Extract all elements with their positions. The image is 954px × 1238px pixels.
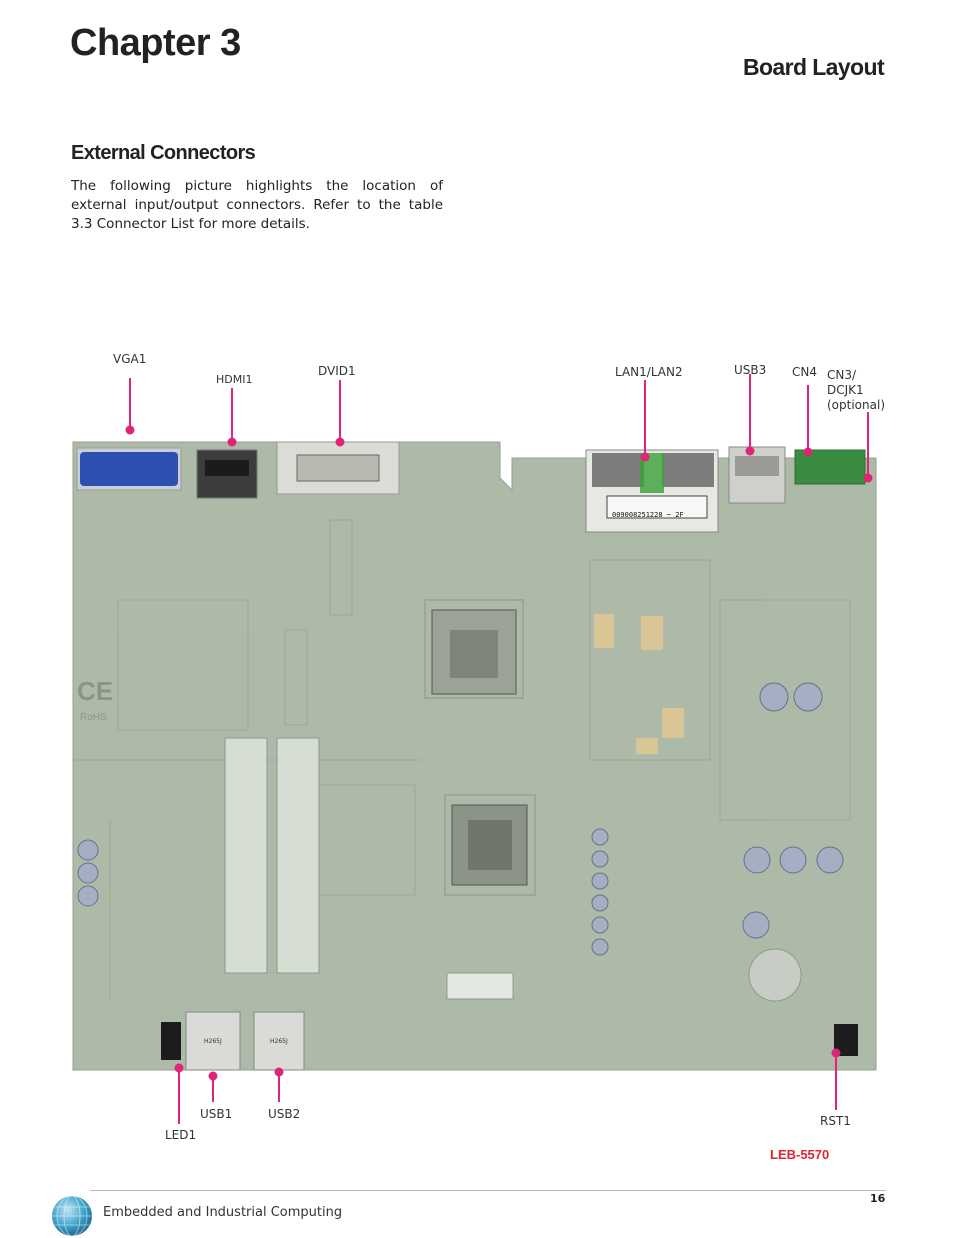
- label-vga1: VGA1: [113, 352, 147, 366]
- intro-paragraph: The following picture highlights the loc…: [71, 178, 443, 232]
- dimm-slot-1: [224, 737, 268, 974]
- usb1-marking: H265J: [204, 1038, 222, 1045]
- chapter-title: Chapter 3: [70, 22, 241, 64]
- label-led1: LED1: [165, 1128, 197, 1142]
- label-cn3-line3: (optional): [827, 398, 885, 412]
- label-usb1: USB1: [200, 1107, 233, 1121]
- label-usb3: USB3: [734, 363, 767, 377]
- label-cn3-line1: CN3/: [827, 368, 857, 382]
- label-usb2: USB2: [268, 1107, 301, 1121]
- dimm-slot-2: [276, 737, 320, 974]
- usb2-marking: H265J: [270, 1038, 288, 1045]
- label-lan: LAN1/LAN2: [615, 365, 683, 379]
- label-cn3-line2: DCJK1: [827, 383, 864, 397]
- label-cn4: CN4: [792, 365, 817, 379]
- pointer-lines: [125, 374, 873, 1124]
- label-dvid1: DVID1: [318, 364, 356, 378]
- subheading: External Connectors: [71, 142, 256, 164]
- footer-company: Embedded and Industrial Computing: [103, 1205, 343, 1220]
- usb1-connector: [185, 1011, 241, 1071]
- serial-text: 009008251228 ~ 2F: [612, 511, 684, 519]
- inductors: [594, 614, 684, 754]
- section-title: Board Layout: [742, 54, 885, 80]
- company-globe-icon: [52, 1195, 92, 1237]
- label-hdmi1: HDMI1: [216, 373, 253, 386]
- svg-text:RoHS: RoHS: [80, 712, 107, 723]
- capacitors: [77, 682, 844, 956]
- label-rst1: RST1: [820, 1114, 851, 1128]
- page-number: 16: [870, 1192, 886, 1205]
- footer-divider: [90, 1190, 886, 1191]
- coin-battery: [748, 948, 802, 1002]
- model-label: LEB-5570: [770, 1147, 830, 1162]
- board-pcb: [72, 441, 877, 1071]
- barcode-sticker: [446, 972, 514, 1000]
- led1-header: [161, 1022, 181, 1060]
- svg-text:CE: CE: [77, 676, 113, 706]
